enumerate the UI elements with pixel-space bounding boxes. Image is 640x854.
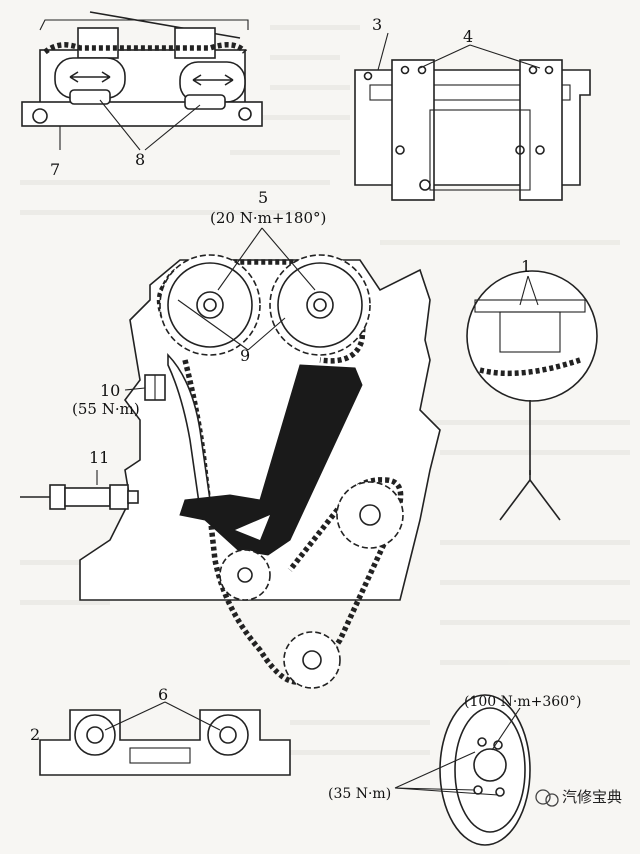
label-2: 2 — [30, 725, 40, 744]
wechat-icon — [535, 789, 551, 805]
label-5: 5 — [258, 188, 268, 207]
camshaft-adjuster-detail — [21, 11, 263, 151]
exhaust-cam-sprocket — [269, 254, 371, 356]
label-8: 8 — [135, 150, 145, 169]
idler-sprocket — [219, 549, 271, 601]
watermark: 汽修宝典 — [535, 788, 622, 807]
camshaft-bolt-detail — [39, 701, 291, 776]
background-texture — [20, 25, 630, 755]
torque-label-10: (55 N·m) — [72, 400, 140, 418]
torque-label-5: (20 N·m+180°) — [210, 209, 326, 227]
watermark-text: 汽修宝典 — [562, 788, 622, 806]
label-11: 11 — [89, 448, 109, 467]
chain-tensioner-part — [20, 484, 139, 510]
torque-label-pulley-bolts: (35 N·m) — [328, 786, 391, 802]
intake-cam-sprocket — [159, 254, 261, 356]
magnified-detail-circle — [466, 270, 598, 521]
label-6: 6 — [158, 685, 168, 704]
chain-guide-rail — [179, 364, 363, 556]
label-1: 1 — [521, 257, 531, 276]
label-7: 7 — [50, 160, 60, 179]
cylinder-head-top-detail — [354, 32, 591, 201]
label-3: 3 — [372, 15, 382, 34]
label-9: 9 — [240, 346, 250, 365]
intermediate-sprocket — [336, 481, 404, 549]
crankshaft-sprocket — [283, 631, 341, 689]
label-10: 10 — [100, 381, 120, 400]
torque-label-crank: (100 N·m+360°) — [464, 694, 582, 710]
label-4: 4 — [463, 27, 473, 46]
crankshaft-pulley-detail — [394, 694, 531, 846]
tensioner-bolt — [144, 374, 166, 401]
